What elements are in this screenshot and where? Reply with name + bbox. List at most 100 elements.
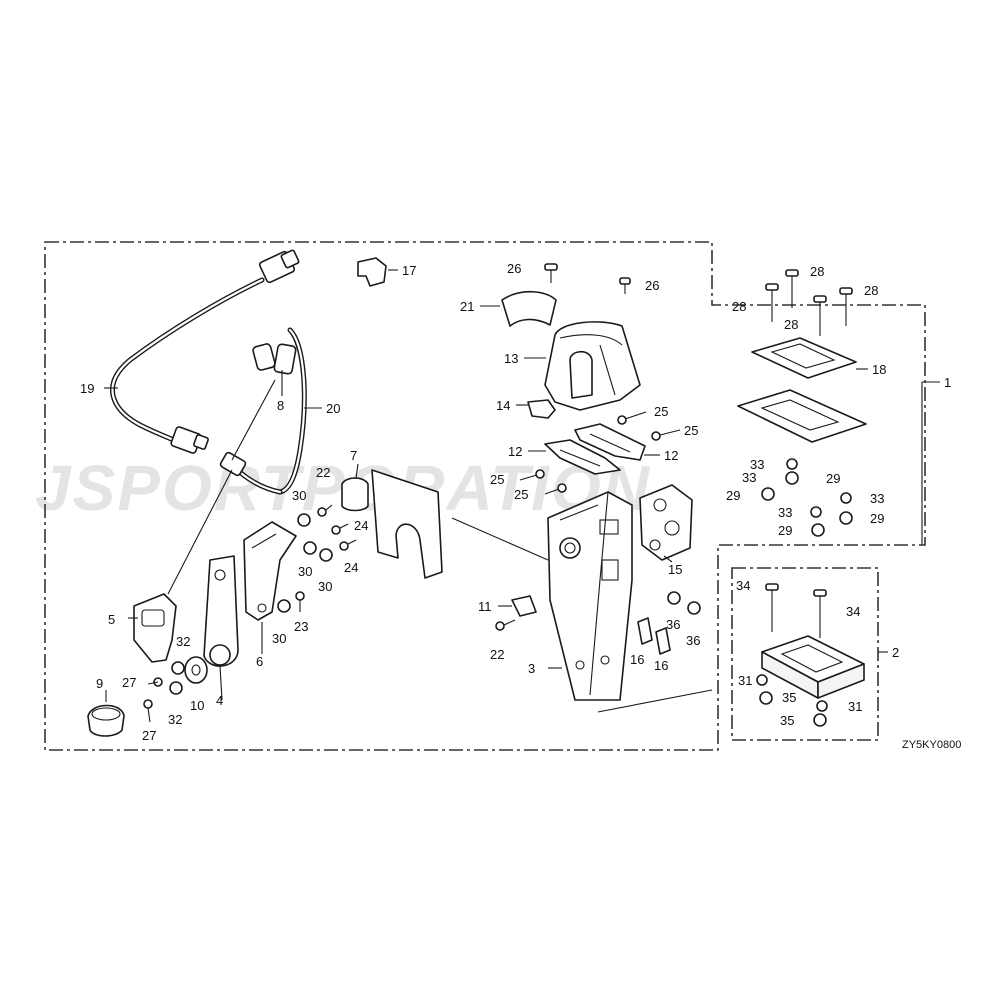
part-24-screws[interactable] (331, 523, 357, 551)
kit-2-boundary (731, 567, 879, 741)
part-15-plate[interactable] (639, 484, 693, 561)
callout-29d: 29 (778, 523, 792, 538)
part-28-bolts[interactable] (765, 269, 853, 336)
template-plate (371, 469, 443, 579)
callout-3: 3 (528, 661, 535, 676)
callout-32a: 32 (176, 634, 190, 649)
part-5-housing[interactable] (133, 593, 177, 663)
part-10-washer[interactable] (184, 656, 208, 684)
callout-2: 2 (892, 645, 899, 660)
part-18-gasket[interactable] (751, 337, 857, 379)
callout-8: 8 (277, 398, 284, 413)
callout-6: 6 (256, 654, 263, 669)
part-34-bolts[interactable] (765, 583, 827, 638)
callout-10: 10 (190, 698, 204, 713)
part-4-arm[interactable] (203, 555, 239, 667)
callout-30d: 30 (272, 631, 286, 646)
callout-33b: 33 (742, 470, 756, 485)
callouts: 17 19 8 20 26 26 21 13 14 25 25 12 12 25… (80, 261, 951, 743)
part-12-brackets[interactable] (544, 423, 646, 475)
part-9-knob[interactable] (87, 704, 125, 737)
callout-16a: 16 (630, 652, 644, 667)
callout-23: 23 (294, 619, 308, 634)
callout-25b: 25 (684, 423, 698, 438)
callout-34a: 34 (736, 578, 750, 593)
part-11-clip[interactable] (511, 595, 537, 617)
part-26-screws[interactable] (544, 263, 631, 294)
callout-17: 17 (402, 263, 416, 278)
callout-35b: 35 (780, 713, 794, 728)
seal-plate (737, 389, 867, 443)
callout-31a: 31 (738, 673, 752, 688)
callout-25c: 25 (490, 472, 504, 487)
callout-28c: 28 (732, 299, 746, 314)
callout-31b: 31 (848, 699, 862, 714)
callout-22a: 22 (316, 465, 330, 480)
part-17-clip[interactable] (357, 257, 387, 287)
callout-33a: 33 (750, 457, 764, 472)
callout-25d: 25 (514, 487, 528, 502)
callout-35a: 35 (782, 690, 796, 705)
callout-7: 7 (350, 448, 357, 463)
callout-34b: 34 (846, 604, 860, 619)
part-3-control-box[interactable] (547, 491, 633, 701)
part-2-spacer[interactable] (761, 635, 865, 699)
callout-12a: 12 (508, 444, 522, 459)
callout-33d: 33 (778, 505, 792, 520)
part-6-bracket[interactable] (243, 521, 297, 621)
callout-30a: 30 (292, 488, 306, 503)
assembly-boundary (44, 241, 926, 751)
callout-15: 15 (668, 562, 682, 577)
callout-19: 19 (80, 381, 94, 396)
callout-4: 4 (216, 693, 223, 708)
callout-27a: 27 (122, 675, 136, 690)
part-31-35-hardware[interactable] (756, 674, 828, 727)
callout-22b: 22 (490, 647, 504, 662)
part-32-nuts[interactable] (169, 661, 185, 695)
part-36-nuts[interactable] (667, 591, 701, 615)
part-7-grommet[interactable] (341, 477, 369, 512)
part-25-screws[interactable] (519, 411, 681, 495)
callout-5: 5 (108, 612, 115, 627)
part-21-strip[interactable] (501, 290, 557, 327)
callout-28d: 28 (784, 317, 798, 332)
callout-21: 21 (460, 299, 474, 314)
callout-28a: 28 (810, 264, 824, 279)
callout-36b: 36 (686, 633, 700, 648)
part-16-clips[interactable] (637, 617, 671, 655)
part-29-33-hardware[interactable] (761, 458, 853, 537)
callout-30b: 30 (298, 564, 312, 579)
callout-24a: 24 (354, 518, 368, 533)
callout-1: 1 (944, 375, 951, 390)
part-14-clip[interactable] (527, 399, 556, 419)
leader-lines (104, 269, 940, 713)
callout-28b: 28 (864, 283, 878, 298)
part-22-screws[interactable] (317, 504, 516, 631)
callout-14: 14 (496, 398, 510, 413)
callout-24b: 24 (344, 560, 358, 575)
callout-33c: 33 (870, 491, 884, 506)
part-19-harness[interactable] (110, 249, 300, 454)
callout-32b: 32 (168, 712, 182, 727)
callout-30c: 30 (318, 579, 332, 594)
part-20-wire[interactable] (219, 327, 307, 495)
callout-12b: 12 (664, 448, 678, 463)
callout-27b: 27 (142, 728, 156, 743)
part-13-cover[interactable] (544, 321, 641, 411)
callout-29b: 29 (726, 488, 740, 503)
part-30-nuts[interactable] (277, 513, 333, 613)
callout-20: 20 (326, 401, 340, 416)
callout-26a: 26 (507, 261, 521, 276)
part-23-screw[interactable] (295, 591, 305, 612)
callout-29a: 29 (826, 471, 840, 486)
part-27-screws[interactable] (143, 677, 163, 723)
callout-29c: 29 (870, 511, 884, 526)
callout-36a: 36 (666, 617, 680, 632)
callout-18: 18 (872, 362, 886, 377)
callout-13: 13 (504, 351, 518, 366)
callout-26b: 26 (645, 278, 659, 293)
diagram-code: ZY5KY0800 (902, 739, 961, 751)
callout-11: 11 (478, 599, 492, 614)
callout-9: 9 (96, 676, 103, 691)
